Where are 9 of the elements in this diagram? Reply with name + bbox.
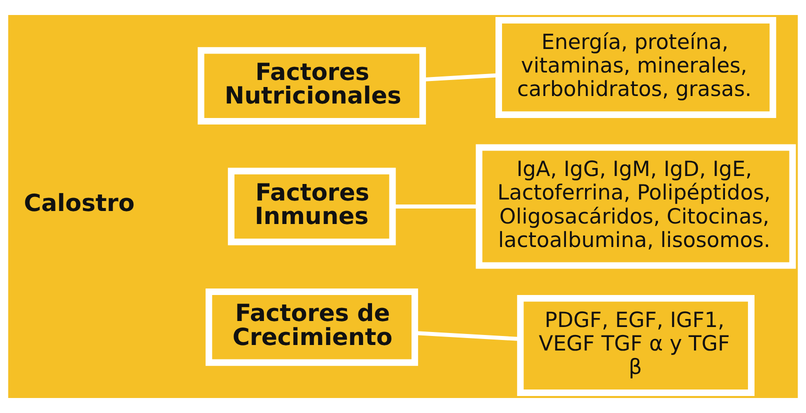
node-box: Factores de Crecimiento [206, 288, 418, 366]
node-box: PDGF, EGF, IGF1, VEGF TGF α y TGF β [517, 295, 755, 396]
node-box: Factores Inmunes [228, 168, 396, 246]
node-box: Energía, proteína, vitaminas, minerales, carbohidratos, grasas. [495, 16, 776, 118]
node-box: IgA, IgG, IgM, IgD, IgE, Lactoferrina, Polipéptidos, Oligosacáridos, Citocinas, lactoalbumina, lisosomos. [476, 144, 796, 269]
connector [392, 204, 479, 208]
node-box: Factores Nutricionales [198, 47, 426, 125]
node-text: Calostro [24, 188, 135, 217]
connector [414, 331, 520, 341]
